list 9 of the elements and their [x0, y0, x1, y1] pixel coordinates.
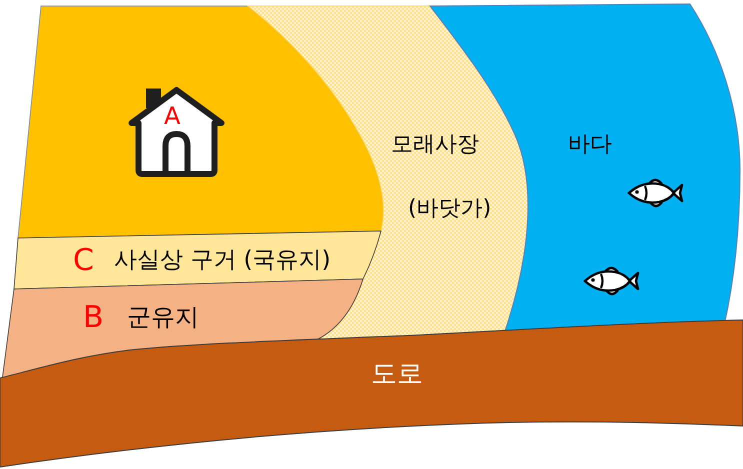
area-label: 모래사장	[391, 134, 479, 156]
letter-label: C	[73, 246, 94, 276]
area-label: 사실상 구거 (국유지)	[114, 249, 331, 272]
letter-label: B	[83, 303, 104, 333]
area-label: 군유지	[127, 305, 199, 329]
area-label: 도로	[371, 361, 423, 387]
area-label: (바닷가)	[408, 198, 492, 220]
area-label: 바다	[568, 134, 612, 156]
letter-label: A	[164, 104, 180, 128]
